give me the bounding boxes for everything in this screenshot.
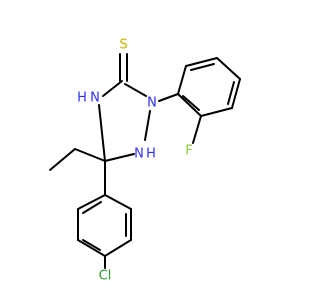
structure-diagram: S N N H H N F Cl (49, 38, 241, 284)
bond-n1-c5 (104, 153, 135, 162)
bond-cf-inner-2 (227, 81, 235, 105)
bond-cp-inner-3 (82, 201, 102, 214)
bond-n2-n1 (144, 110, 151, 141)
bond-cp3-cp4 (104, 239, 132, 257)
bond-cp4-cp5 (77, 239, 106, 257)
bond-cf3-cf4 (216, 57, 241, 80)
bond-cf-inner-3 (182, 95, 200, 111)
atom-fluorine: F (185, 144, 192, 159)
bond-c5-n4 (98, 104, 106, 162)
atom-n4-hydrogen: H (77, 91, 87, 106)
bond-c5-ch2 (74, 148, 106, 162)
bond-c3-n4 (102, 80, 123, 97)
bond-cf1-cf2 (177, 65, 187, 95)
bond-cp6-cp1 (77, 194, 106, 210)
bond-n2-aryl (158, 93, 179, 102)
bond-cp1-cp2 (104, 194, 132, 210)
atom-n2-hydrogen: H (146, 147, 156, 162)
atom-n4: N (90, 91, 100, 106)
atom-sulfur: S (119, 38, 127, 53)
bond-cf5-cf6 (200, 107, 233, 117)
bond-cf-f (192, 115, 202, 144)
bond-cf-inner-1 (190, 63, 215, 71)
bond-cf6-cf1 (177, 93, 202, 117)
bond-cf2-cf3 (185, 57, 218, 67)
bond-ch2-ch3 (49, 148, 76, 171)
atom-n2: N (134, 147, 144, 162)
atom-n1: N (147, 96, 157, 111)
atom-chlorine: Cl (99, 269, 112, 284)
molecule-canvas: S N N H H N F Cl (49, 37, 241, 284)
bond-cp-inner-2 (82, 239, 101, 251)
bond-c3-n2 (124, 83, 147, 97)
bond-cf4-cf5 (231, 78, 241, 109)
